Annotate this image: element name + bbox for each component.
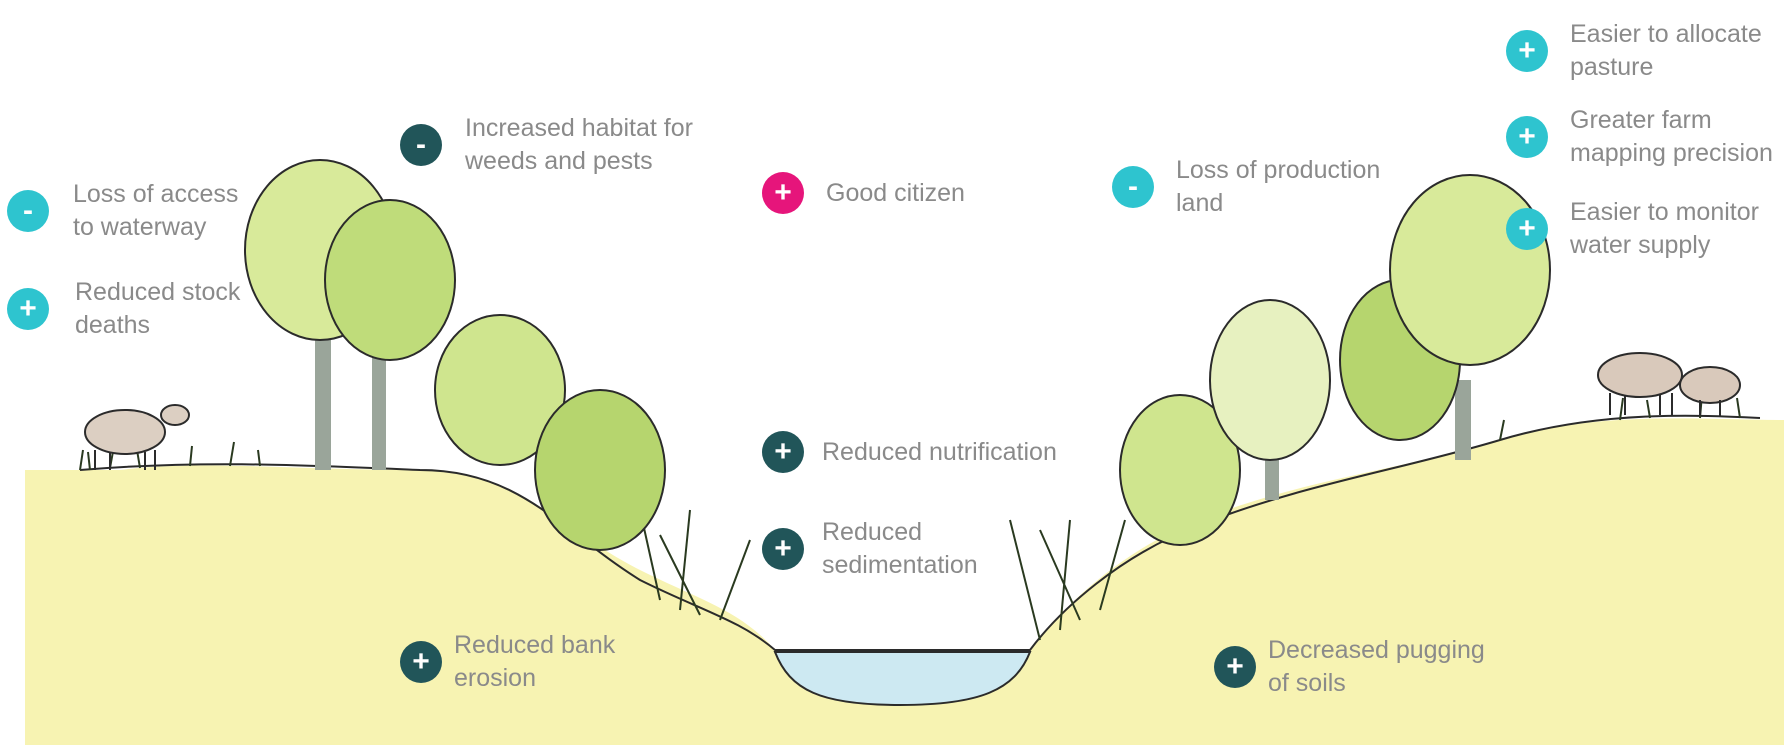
plus-icon: + [762,528,804,570]
minus-icon: - [7,190,49,232]
minus-icon: - [400,124,442,166]
plus-icon: + [762,431,804,473]
label-text: Increased habitat for weeds and pests [465,112,693,178]
plus-icon: + [400,641,442,683]
label-text: Reduced bank erosion [454,629,615,695]
label-text: Loss of access to waterway [73,178,238,244]
label-loss-of-production: - Loss of production land [1112,154,1380,220]
label-reduced-bank-erosion: + Reduced bank erosion [400,629,615,695]
label-text: Reduced stock deaths [75,276,240,342]
label-reduced-sedimentation: + Reduced sedimentation [762,516,978,582]
label-farm-mapping: + Greater farm mapping precision [1506,104,1773,170]
plus-icon: + [1506,208,1548,250]
label-weeds-and-pests: - Increased habitat for weeds and pests [400,112,693,178]
label-reduced-stock-deaths: + Reduced stock deaths [7,276,240,342]
plus-icon: + [1506,116,1548,158]
minus-icon: - [1112,166,1154,208]
label-monitor-water: + Easier to monitor water supply [1506,196,1759,262]
label-text: Good citizen [826,177,965,210]
label-text: Greater farm mapping precision [1570,104,1773,170]
cows-right [1598,353,1740,416]
label-loss-of-access: - Loss of access to waterway [7,178,238,244]
label-decreased-pugging: + Decreased pugging of soils [1214,634,1485,700]
label-text: Reduced sedimentation [822,516,978,582]
label-text: Decreased pugging of soils [1268,634,1485,700]
label-text: Reduced nutrification [822,436,1057,469]
label-text: Easier to monitor water supply [1570,196,1759,262]
plus-icon: + [1506,30,1548,72]
label-allocate-pasture: + Easier to allocate pasture [1506,18,1762,84]
label-good-citizen: + Good citizen [762,172,965,214]
cow-left [85,405,189,470]
plus-icon: + [762,172,804,214]
label-text: Loss of production land [1176,154,1380,220]
label-text: Easier to allocate pasture [1570,18,1762,84]
plus-icon: + [7,288,49,330]
label-reduced-nutrification: + Reduced nutrification [762,431,1057,473]
plus-icon: + [1214,646,1256,688]
